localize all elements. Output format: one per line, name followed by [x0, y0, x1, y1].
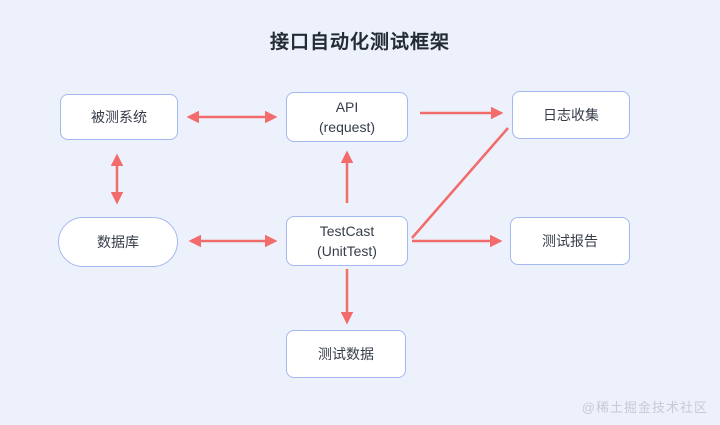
node-system-under-test-label: 被测系统 — [91, 109, 147, 125]
node-api-label-line1: API — [335, 99, 359, 115]
node-system-under-test: 被测系统 — [60, 94, 178, 140]
node-test-report-label: 测试报告 — [542, 233, 598, 249]
line-testcast-to-log-diagonal — [411, 127, 509, 239]
node-test-report: 测试报告 — [510, 217, 630, 265]
node-test-data-label: 测试数据 — [318, 346, 374, 362]
node-database: 数据库 — [58, 217, 178, 267]
node-database-label: 数据库 — [97, 234, 139, 250]
node-test-data: 测试数据 — [286, 330, 406, 378]
node-api: API (request) — [286, 92, 408, 142]
watermark: @稀土掘金技术社区 — [581, 400, 708, 415]
node-api-label-line2: (request) — [318, 119, 376, 135]
node-log-collection: 日志收集 — [512, 91, 630, 139]
node-log-collection-label: 日志收集 — [543, 107, 599, 123]
node-testcast: TestCast (UnitTest) — [286, 216, 408, 266]
node-testcast-label-line1: TestCast — [319, 223, 375, 239]
diagram-title: 接口自动化测试框架 — [269, 32, 450, 53]
node-testcast-label-line2: (UnitTest) — [317, 243, 377, 259]
